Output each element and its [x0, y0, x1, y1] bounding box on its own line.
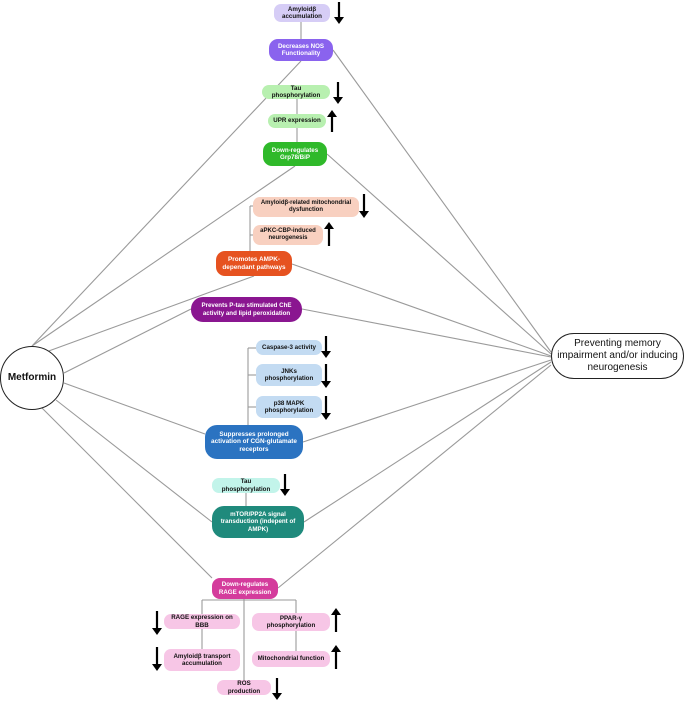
- ppar-label: PPAR-γ phosphorylation: [266, 614, 316, 629]
- apkc-neurogenesis-label: aPKC-CBP-induced neurogenesis: [260, 227, 316, 241]
- grp78-label: Down-regulates Grp78/BiP: [271, 146, 319, 161]
- ros-node: ROS production: [217, 680, 271, 695]
- arrow-icon-jnk: [320, 364, 332, 388]
- connector-met-cgn: [63, 382, 206, 435]
- connector-mtor-out: [303, 361, 552, 523]
- upr-expression-label: UPR expression: [273, 117, 321, 125]
- arrow-down-icon: [334, 2, 344, 24]
- p38-label: p38 MAPK phosphorylation: [264, 399, 314, 414]
- arrow-up-icon: [324, 222, 334, 246]
- ampk-node: Promotes AMPK-dependant pathways: [216, 251, 292, 276]
- arrow-up-icon: [331, 645, 341, 669]
- rage-bbb-node: RAGE expression on BBB: [164, 614, 240, 629]
- rage-node: Down-regulates RAGE expression: [212, 578, 278, 599]
- arrow-down-icon: [333, 82, 343, 104]
- arrow-icon-apkc: [323, 222, 335, 246]
- upr-expression-node: UPR expression: [268, 114, 326, 128]
- amyloid-accumulation-node: Amyloidβ accumulation: [274, 4, 330, 22]
- connector-met-grp: [31, 165, 296, 347]
- apkc-neurogenesis-node: aPKC-CBP-induced neurogenesis: [253, 225, 323, 245]
- arrow-down-icon: [152, 647, 162, 671]
- tau-phosphorylation-node-1: Tau phosphorylation: [262, 85, 330, 99]
- connector-met-mtor: [55, 399, 213, 523]
- arrow-down-icon: [321, 396, 331, 420]
- arrow-down-icon: [321, 336, 331, 358]
- outcome-node: Preventing memory impairment and/or indu…: [551, 333, 684, 379]
- amyloid-transport-node: Amyloidβ transport accumulation: [164, 649, 240, 671]
- p38-node: p38 MAPK phosphorylation: [256, 396, 322, 418]
- arrow-icon-tau-phosphorylation-1: [332, 82, 344, 104]
- nos-label: Decreases NOS Functionality: [277, 42, 325, 57]
- tau-phosphorylation-node-2: Tau phosphorylation: [212, 478, 280, 493]
- ptau-che-node: Prevents P-tau stimulated ChE activity a…: [191, 297, 302, 322]
- arrow-icon-rage-bbb: [151, 611, 163, 635]
- grp78-node: Down-regulates Grp78/BiP: [263, 142, 327, 166]
- arrow-down-icon: [152, 611, 162, 635]
- ptau-che-label: Prevents P-tau stimulated ChE activity a…: [201, 302, 292, 317]
- ros-label: ROS production: [227, 680, 261, 695]
- amyloid-accumulation-label: Amyloidβ accumulation: [282, 5, 322, 20]
- metformin-label: Metformin: [7, 372, 57, 384]
- arrow-icon-tau-phosphorylation-2: [279, 474, 291, 496]
- connector-rage-out: [277, 364, 552, 589]
- arrow-icon-upr: [326, 110, 338, 132]
- connector-nos-out: [332, 49, 552, 353]
- arrow-icon-mitochondrial-function: [330, 645, 342, 669]
- arrow-up-icon: [327, 110, 337, 132]
- arrow-icon-amyloid-transport: [151, 647, 163, 671]
- amyloid-transport-label: Amyloidβ transport accumulation: [173, 652, 231, 667]
- metformin-node: Metformin: [0, 346, 64, 410]
- arrow-icon-amyloid-accumulation: [333, 2, 345, 24]
- outcome-label: Preventing memory impairment and/or indu…: [557, 338, 678, 373]
- jnk-label: JNKs phosphorylation: [264, 367, 314, 382]
- tau-phosphorylation-label-2: Tau phosphorylation: [221, 478, 271, 493]
- arrow-icon-p38: [320, 396, 332, 420]
- caspase-label: Caspase-3 activity: [262, 343, 316, 351]
- arrow-down-icon: [280, 474, 290, 496]
- connector-ampk-out: [291, 263, 552, 357]
- arrow-icon-mitochondrial-dysfunction: [358, 194, 370, 218]
- mitochondrial-function-node: Mitochondrial function: [252, 651, 330, 667]
- mitochondrial-dysfunction-label: Amyloidβ-related mitochondrial dysfuncti…: [260, 199, 352, 213]
- connector-cgn-out: [302, 359, 552, 443]
- ampk-label: Promotes AMPK-dependant pathways: [222, 255, 286, 271]
- rage-label: Down-regulates RAGE expression: [218, 581, 272, 596]
- cgn-glutamate-node: Suppresses prolonged activation of CGN-g…: [205, 425, 303, 459]
- arrow-icon-ppar: [330, 608, 342, 632]
- arrow-icon-caspase: [320, 336, 332, 358]
- mitochondrial-dysfunction-node: Amyloidβ-related mitochondrial dysfuncti…: [253, 197, 359, 217]
- tau-phosphorylation-label-1: Tau phosphorylation: [271, 85, 321, 99]
- connector-met-ptau: [63, 308, 192, 374]
- mitochondrial-function-label: Mitochondrial function: [257, 655, 325, 663]
- caspase-node: Caspase-3 activity: [256, 340, 322, 355]
- rage-bbb-label: RAGE expression on BBB: [171, 614, 233, 629]
- arrow-down-icon: [359, 194, 369, 218]
- cgn-glutamate-label: Suppresses prolonged activation of CGN-g…: [211, 430, 297, 453]
- arrow-icon-ros: [271, 678, 283, 700]
- ppar-node: PPAR-γ phosphorylation: [252, 613, 330, 631]
- arrow-down-icon: [272, 678, 282, 700]
- arrow-up-icon: [331, 608, 341, 632]
- mtor-label: mTOR/PP2A signal transduction (indepent …: [220, 511, 296, 533]
- connector-met-nos: [31, 60, 302, 347]
- jnk-node: JNKs phosphorylation: [256, 364, 322, 386]
- connector-met-rage: [41, 407, 213, 579]
- arrow-down-icon: [321, 364, 331, 388]
- mtor-node: mTOR/PP2A signal transduction (indepent …: [212, 506, 304, 538]
- connector-grp-out: [326, 153, 552, 355]
- connector-ptau-out: [301, 308, 552, 358]
- connector-met-ampk: [45, 275, 255, 353]
- nos-node: Decreases NOS Functionality: [269, 39, 333, 61]
